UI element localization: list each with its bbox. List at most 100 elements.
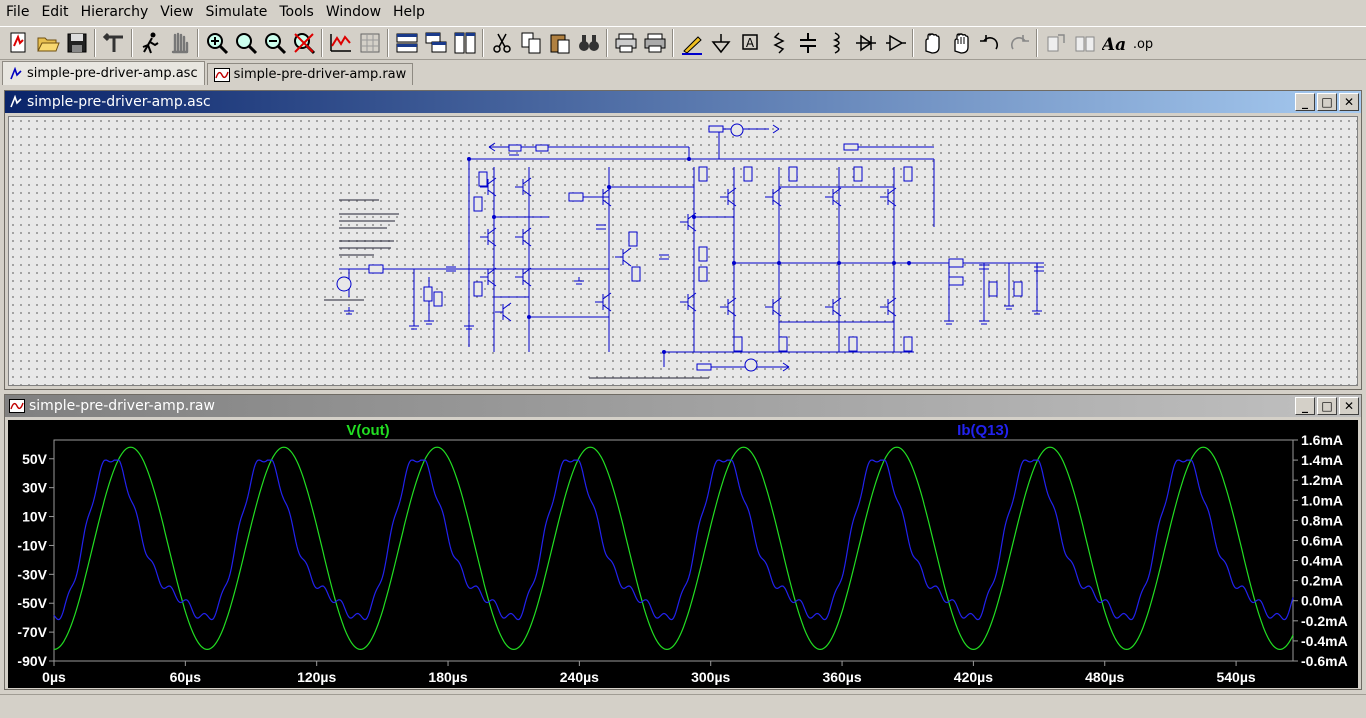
zoom-in-button[interactable] bbox=[202, 28, 231, 58]
menu-file[interactable]: File bbox=[6, 4, 30, 20]
tile-horizontal-button[interactable] bbox=[392, 28, 421, 58]
y-right-tick-label: -0.2mA bbox=[1301, 613, 1348, 629]
maximize-button[interactable]: □ bbox=[1317, 93, 1337, 111]
rotate-icon bbox=[1047, 34, 1065, 52]
draw-wire-button[interactable] bbox=[677, 28, 706, 58]
toolbar-separator bbox=[387, 29, 389, 57]
print-setup-button[interactable] bbox=[611, 28, 640, 58]
redo-button[interactable] bbox=[1004, 28, 1033, 58]
zoom-in-icon bbox=[206, 33, 228, 55]
zoom-out-button[interactable] bbox=[260, 28, 289, 58]
diode-icon bbox=[855, 34, 876, 52]
save-icon bbox=[67, 33, 86, 53]
menu-bar: File Edit Hierarchy View Simulate Tools … bbox=[0, 0, 1366, 24]
run-icon bbox=[142, 32, 159, 54]
x-tick-label: 180µs bbox=[428, 669, 467, 685]
tile-vertical-icon bbox=[454, 32, 475, 54]
text-button[interactable]: Aa bbox=[1099, 28, 1128, 58]
schematic-canvas[interactable] bbox=[8, 116, 1358, 386]
trace-label-vout[interactable]: V(out) bbox=[346, 422, 389, 439]
schematic-icon bbox=[10, 66, 22, 79]
control-panel-button[interactable] bbox=[99, 28, 128, 58]
menu-help[interactable]: Help bbox=[393, 4, 425, 20]
tab-waveform[interactable]: simple-pre-driver-amp.raw bbox=[206, 63, 414, 85]
resistor-button[interactable] bbox=[764, 28, 793, 58]
mirror-button[interactable] bbox=[1070, 28, 1099, 58]
x-tick-label: 540µs bbox=[1216, 669, 1255, 685]
trace-label-ib-q13[interactable]: Ib(Q13) bbox=[957, 422, 1009, 439]
toolbar-separator bbox=[672, 29, 674, 57]
menu-view[interactable]: View bbox=[160, 4, 194, 20]
x-tick-label: 120µs bbox=[297, 669, 336, 685]
minimize-button[interactable]: _ bbox=[1295, 93, 1315, 111]
cascade-icon bbox=[425, 32, 446, 53]
paste-button[interactable] bbox=[545, 28, 574, 58]
schematic-titlebar[interactable]: simple-pre-driver-amp.asc _ □ ✕ bbox=[5, 91, 1361, 113]
waveform-titlebar[interactable]: simple-pre-driver-amp.raw _ □ ✕ bbox=[5, 395, 1361, 417]
undo-button[interactable] bbox=[975, 28, 1004, 58]
y-right-tick-label: 0.0mA bbox=[1301, 593, 1343, 609]
ground-button[interactable] bbox=[706, 28, 735, 58]
circuit-diagram bbox=[324, 123, 1044, 379]
svg-text:A: A bbox=[745, 36, 754, 50]
tab-waveform-label: simple-pre-driver-amp.raw bbox=[233, 67, 407, 82]
print-button[interactable] bbox=[640, 28, 669, 58]
inductor-button[interactable] bbox=[822, 28, 851, 58]
x-tick-label: 60µs bbox=[170, 669, 202, 685]
plot-frame bbox=[53, 439, 1294, 662]
capacitor-button[interactable] bbox=[793, 28, 822, 58]
tab-schematic[interactable]: simple-pre-driver-amp.asc bbox=[2, 61, 205, 85]
toolbar-separator bbox=[606, 29, 608, 57]
copy-button[interactable] bbox=[516, 28, 545, 58]
status-bar bbox=[0, 694, 1366, 718]
maximize-button[interactable]: □ bbox=[1317, 397, 1337, 415]
y-left-tick-label: -50V bbox=[17, 595, 47, 611]
zoom-cancel-icon bbox=[293, 33, 315, 55]
y-right-tick-label: 0.8mA bbox=[1301, 512, 1343, 528]
toolbar-separator bbox=[94, 29, 96, 57]
diode-button[interactable] bbox=[851, 28, 880, 58]
y-right-tick-label: 0.4mA bbox=[1301, 553, 1343, 569]
halt-icon bbox=[171, 32, 188, 54]
zoom-pan-button[interactable] bbox=[231, 28, 260, 58]
menu-tools[interactable]: Tools bbox=[279, 4, 314, 20]
tile-vertical-button[interactable] bbox=[450, 28, 479, 58]
halt-button[interactable] bbox=[165, 28, 194, 58]
trace-ib-q13[interactable] bbox=[53, 459, 1294, 621]
cut-button[interactable] bbox=[487, 28, 516, 58]
zoom-cancel-button[interactable] bbox=[289, 28, 318, 58]
close-button[interactable]: ✕ bbox=[1339, 397, 1359, 415]
find-button[interactable] bbox=[574, 28, 603, 58]
cascade-button[interactable] bbox=[421, 28, 450, 58]
waveform-grid-button[interactable] bbox=[355, 28, 384, 58]
run-button[interactable] bbox=[136, 28, 165, 58]
y-left-tick-label: 10V bbox=[22, 509, 48, 525]
menu-edit[interactable]: Edit bbox=[41, 4, 69, 20]
move-button[interactable] bbox=[917, 28, 946, 58]
close-button[interactable]: ✕ bbox=[1339, 93, 1359, 111]
new-schematic-button[interactable] bbox=[4, 28, 33, 58]
spice-directive-button[interactable]: .op bbox=[1128, 28, 1157, 58]
autorange-button[interactable] bbox=[326, 28, 355, 58]
open-button[interactable] bbox=[33, 28, 62, 58]
x-tick-label: 360µs bbox=[822, 669, 861, 685]
menu-simulate[interactable]: Simulate bbox=[205, 4, 268, 20]
find-icon bbox=[578, 35, 599, 51]
menu-hierarchy[interactable]: Hierarchy bbox=[80, 4, 149, 20]
control-panel-icon bbox=[102, 32, 123, 52]
drag-button[interactable] bbox=[946, 28, 975, 58]
component-button[interactable] bbox=[880, 28, 909, 58]
cut-icon bbox=[492, 33, 511, 53]
y-right-tick-label: 1.6mA bbox=[1301, 432, 1343, 448]
x-tick-label: 240µs bbox=[560, 669, 599, 685]
save-button[interactable] bbox=[62, 28, 91, 58]
waveform-grid-icon bbox=[360, 33, 379, 53]
minimize-button[interactable]: _ bbox=[1295, 397, 1315, 415]
copy-icon bbox=[521, 32, 540, 54]
menu-window[interactable]: Window bbox=[325, 4, 382, 20]
rotate-button[interactable] bbox=[1041, 28, 1070, 58]
trace-vout[interactable] bbox=[53, 446, 1294, 651]
label-net-button[interactable]: A bbox=[735, 28, 764, 58]
